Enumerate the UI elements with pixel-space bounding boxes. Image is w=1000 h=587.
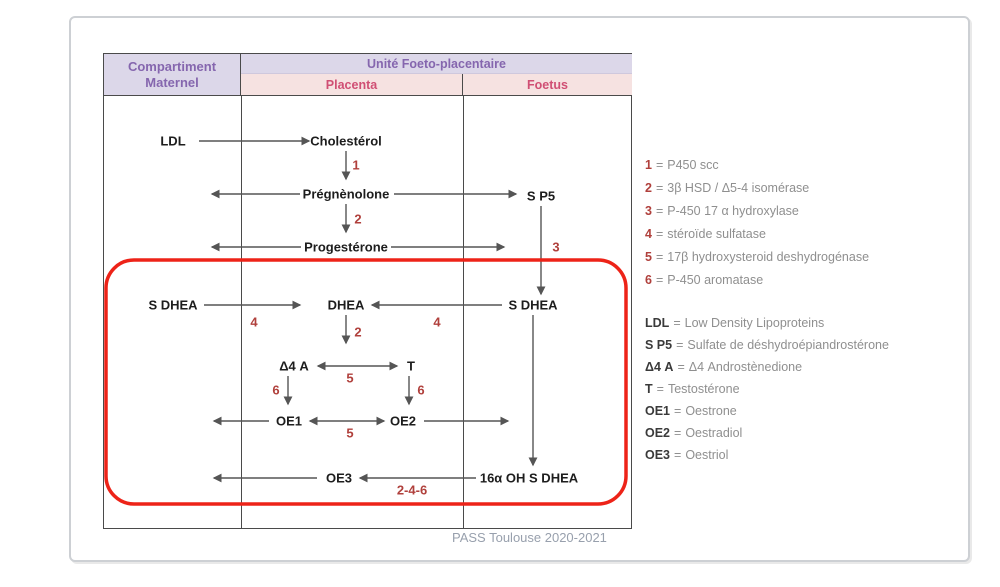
column-divider-placenta-foetus: [463, 96, 464, 529]
step-6-testosterone: 6: [417, 382, 425, 398]
legend-equals: =: [677, 360, 685, 374]
legend-key: LDL: [645, 316, 670, 330]
legend-row: OE3 = Oestriol: [645, 444, 889, 466]
compartment-table: Compartiment Maternel Unité Foeto-placen…: [103, 53, 632, 529]
legend-value: P-450 aromatase: [667, 272, 764, 287]
node-testosterone: T: [407, 358, 415, 374]
highlight-box: [104, 258, 628, 506]
header-placenta-label: Placenta: [325, 77, 378, 92]
legend-value: P450 scc: [667, 157, 719, 172]
legend-key: 2: [645, 180, 652, 195]
legend-key: 3: [645, 203, 652, 218]
node-sp5: S P5: [526, 188, 556, 204]
legend-value: Low Density Lipoproteins: [684, 316, 825, 330]
node-ldl: LDL: [160, 133, 186, 149]
step-2-dhea: 2: [354, 324, 362, 340]
node-oe2: OE2: [389, 413, 417, 429]
legend-value: Testostérone: [667, 382, 740, 396]
legend-row: T = Testostérone: [645, 378, 889, 400]
legend-equals: =: [655, 203, 664, 218]
step-3-sp5: 3: [552, 239, 560, 255]
legend-equals: =: [655, 157, 664, 172]
legend-value: Δ4 Androstènedione: [688, 360, 803, 374]
header-maternal-line1: Compartiment: [127, 58, 217, 74]
legend-equals: =: [655, 249, 664, 264]
step-2-pregnenolone: 2: [354, 211, 362, 227]
legend-key: OE2: [645, 426, 671, 440]
legend-equals: =: [655, 272, 664, 287]
step-6-delta4a: 6: [272, 382, 280, 398]
header-maternal-line2: Maternel: [145, 74, 199, 90]
header-placenta: Placenta: [241, 74, 463, 96]
node-delta4a: Δ4 A: [279, 358, 309, 374]
legend-row: LDL = Low Density Lipoproteins: [645, 312, 889, 334]
arrows-group: [199, 136, 546, 483]
node-dhea: DHEA: [327, 297, 365, 313]
node-cholesterol: Cholestérol: [310, 133, 382, 149]
legend-equals: =: [674, 448, 682, 462]
legend-enzymes: 1 = P450 scc 2 = 3β HSD / Δ5-4 isomérase…: [645, 153, 889, 291]
pathway-arrows: [104, 136, 628, 506]
legend-row: 2 = 3β HSD / Δ5-4 isomérase: [645, 176, 889, 199]
step-2-4-6-oe3: 2-4-6: [396, 482, 428, 498]
legend-equals: =: [676, 338, 684, 352]
node-oe1: OE1: [275, 413, 303, 429]
legend-equals: =: [673, 316, 681, 330]
step-5-oe1-oe2: 5: [346, 425, 354, 441]
legend: 1 = P450 scc 2 = 3β HSD / Δ5-4 isomérase…: [645, 153, 889, 466]
step-5-delta4a-t: 5: [346, 370, 354, 386]
legend-value: 3β HSD / Δ5-4 isomérase: [667, 180, 810, 195]
column-divider-maternal-placenta: [241, 96, 242, 529]
header-unit-label: Unité Foeto-placentaire: [367, 56, 506, 71]
legend-row: OE1 = Oestrone: [645, 400, 889, 422]
legend-equals: =: [674, 426, 682, 440]
legend-equals: =: [655, 226, 664, 241]
header-foetus: Foetus: [463, 74, 632, 96]
node-progesterone: Progestérone: [304, 239, 388, 255]
legend-row: S P5 = Sulfate de déshydroépiandrostéron…: [645, 334, 889, 356]
legend-value: stéroïde sulfatase: [667, 226, 766, 241]
step-4-foetal: 4: [433, 314, 441, 330]
step-4-maternal: 4: [250, 314, 258, 330]
legend-key: 1: [645, 157, 652, 172]
legend-row: 4 = stéroïde sulfatase: [645, 222, 889, 245]
legend-row: OE2 = Oestradiol: [645, 422, 889, 444]
header-foetus-label: Foetus: [527, 77, 568, 92]
header-foetoplacental-unit: Unité Foeto-placentaire: [241, 54, 632, 74]
legend-value: Oestradiol: [685, 426, 743, 440]
credit-text: PASS Toulouse 2020-2021: [452, 530, 607, 545]
node-pregnenolone: Prégnènolone: [302, 186, 390, 202]
legend-value: 17β hydroxysteroid deshydrogénase: [667, 249, 870, 264]
node-oe3: OE3: [325, 470, 353, 486]
legend-value: Oestrone: [685, 404, 737, 418]
legend-row: 3 = P-450 17 α hydroxylase: [645, 199, 889, 222]
legend-row: 1 = P450 scc: [645, 153, 889, 176]
legend-equals: =: [655, 180, 664, 195]
legend-row: 6 = P-450 aromatase: [645, 268, 889, 291]
node-sdhea-foetal: S DHEA: [508, 297, 558, 313]
legend-value: P-450 17 α hydroxylase: [667, 203, 799, 218]
legend-key: S P5: [645, 338, 673, 352]
node-16a-oh-sdhea: 16α OH S DHEA: [479, 470, 579, 486]
legend-key: Δ4 A: [645, 360, 674, 374]
legend-key: 4: [645, 226, 652, 241]
legend-key: 5: [645, 249, 652, 264]
step-1-cholesterol: 1: [352, 157, 360, 173]
legend-value: Sulfate de déshydroépiandrostérone: [687, 338, 889, 352]
legend-key: OE1: [645, 404, 671, 418]
legend-value: Oestriol: [685, 448, 729, 462]
legend-row: 5 = 17β hydroxysteroid deshydrogénase: [645, 245, 889, 268]
legend-abbreviations: LDL = Low Density Lipoproteins S P5 = Su…: [645, 312, 889, 466]
legend-key: 6: [645, 272, 652, 287]
header-maternal-compartment: Compartiment Maternel: [104, 54, 241, 96]
legend-row: Δ4 A = Δ4 Androstènedione: [645, 356, 889, 378]
legend-equals: =: [656, 382, 664, 396]
legend-equals: =: [674, 404, 682, 418]
node-sdhea-maternal: S DHEA: [148, 297, 198, 313]
legend-key: T: [645, 382, 653, 396]
legend-key: OE3: [645, 448, 671, 462]
